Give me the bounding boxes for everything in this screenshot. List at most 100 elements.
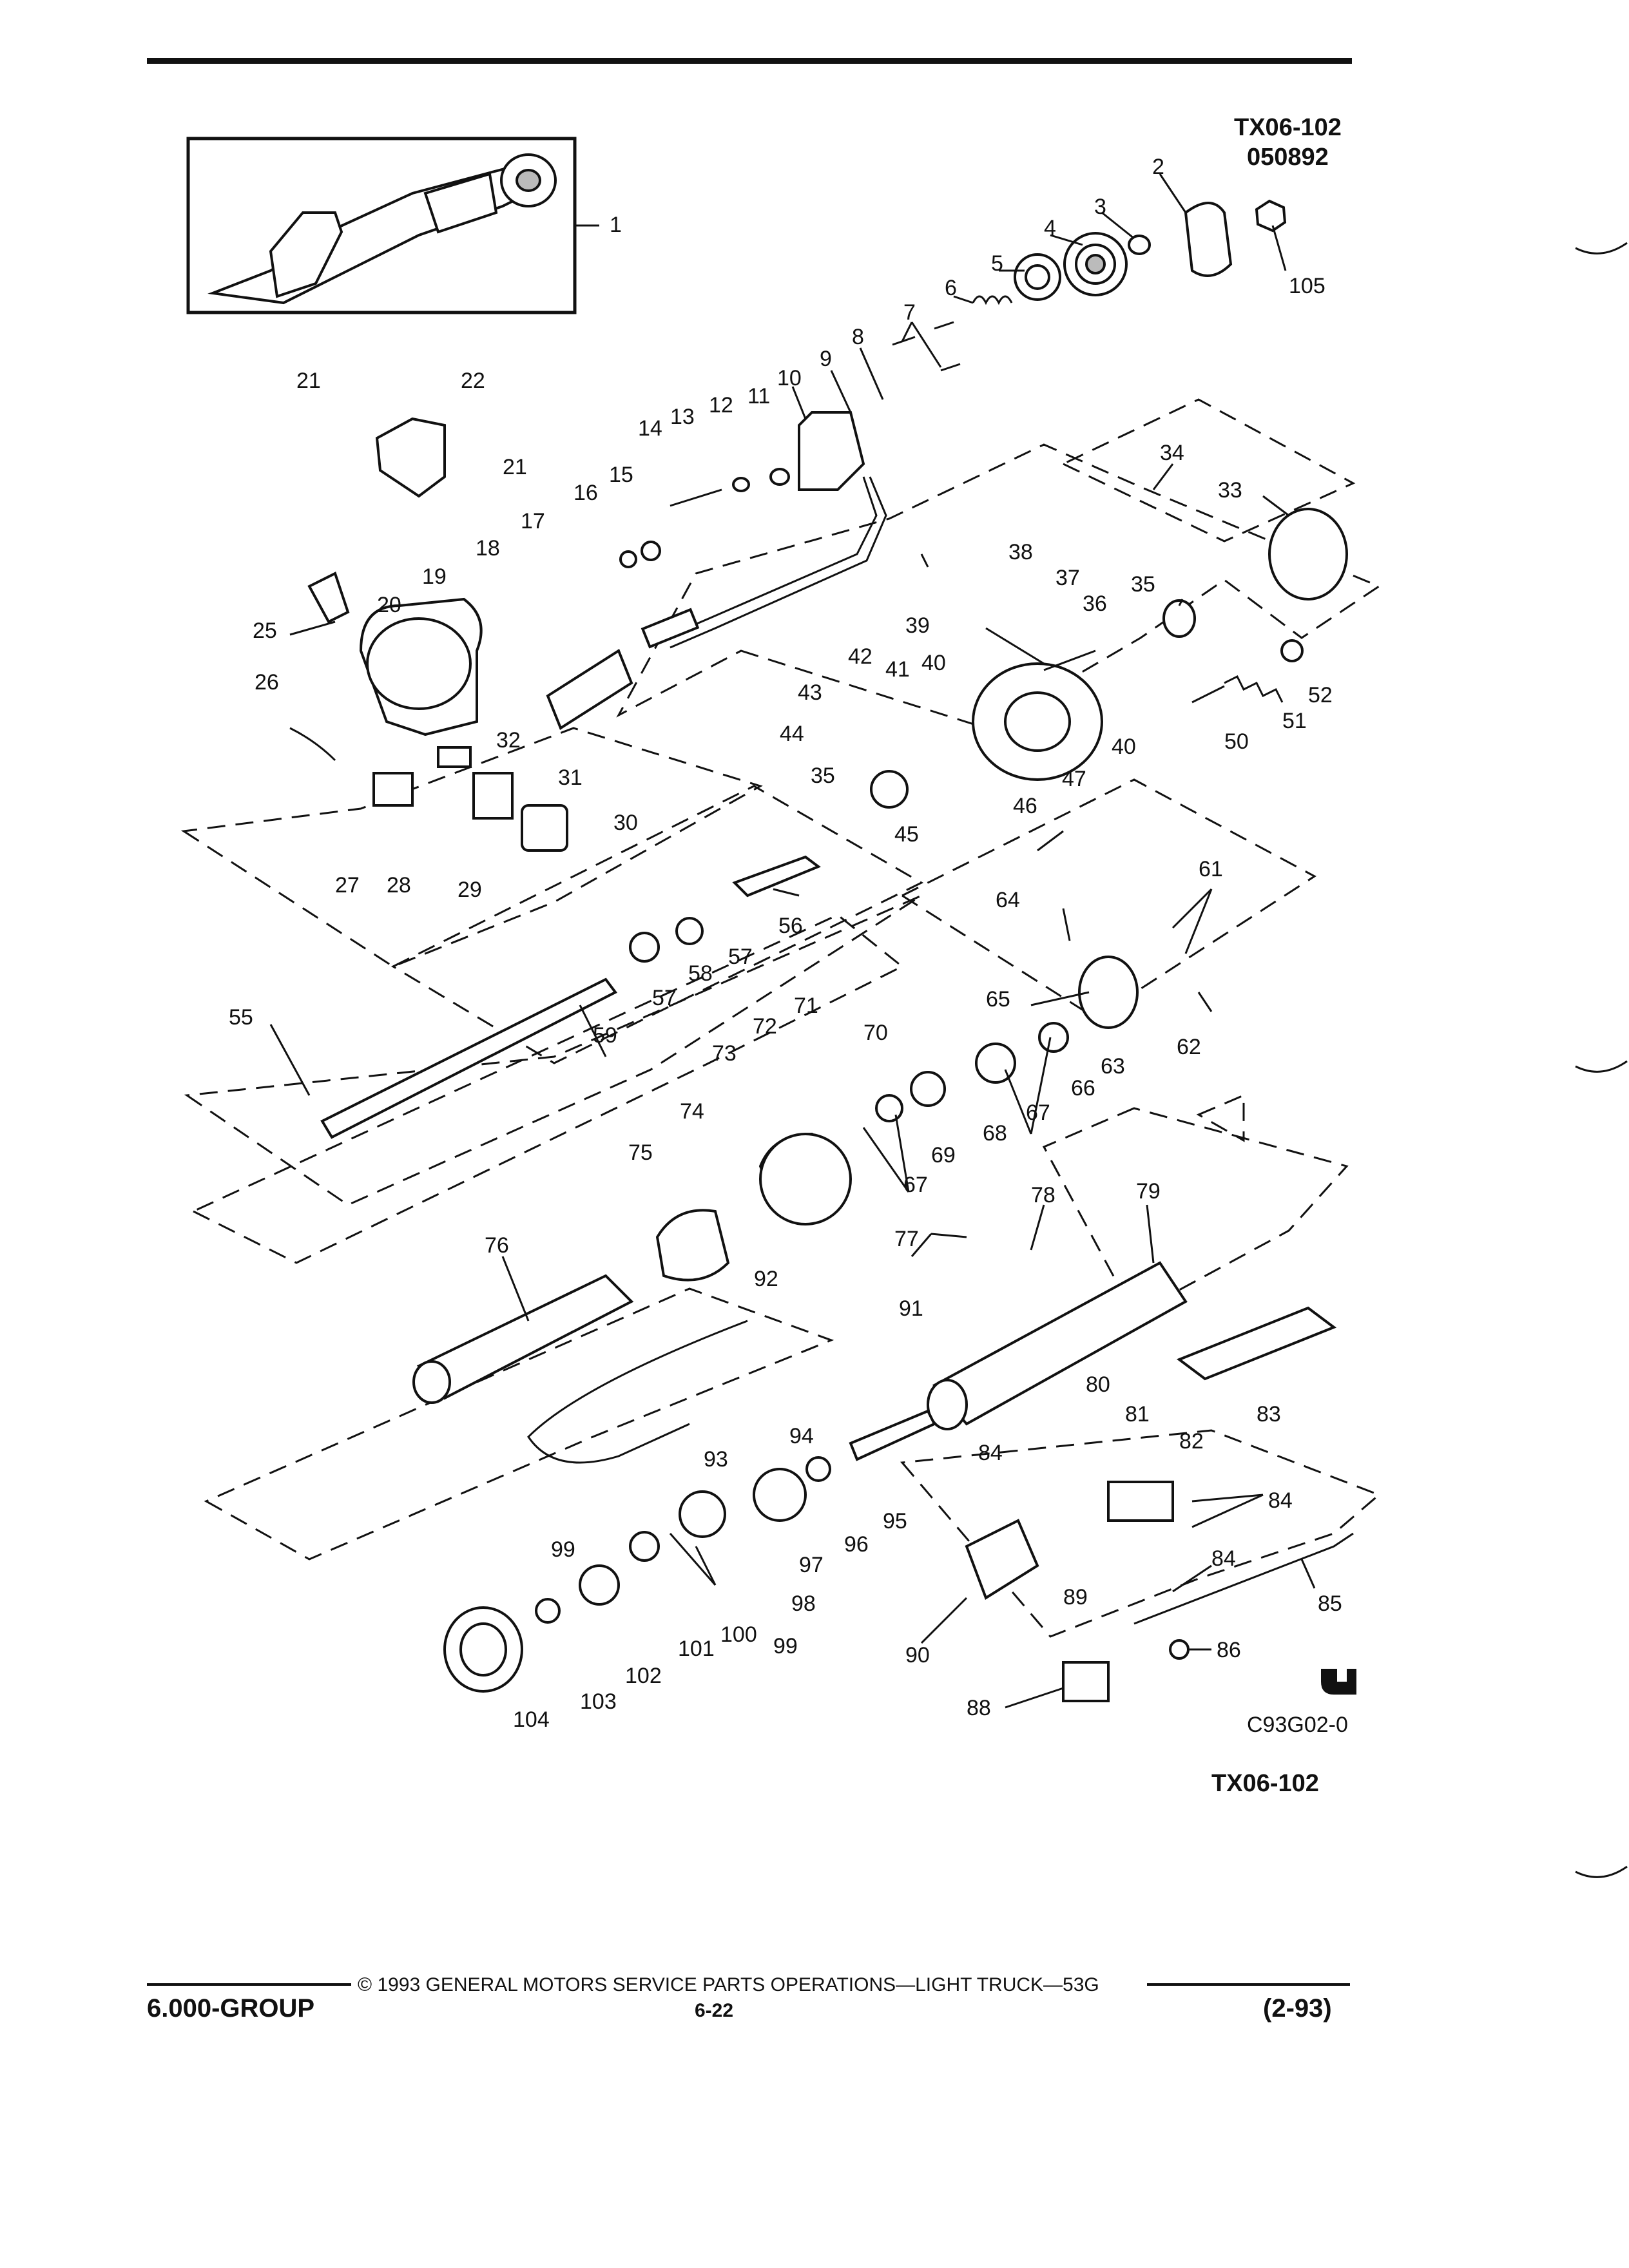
page-reference: TX06-102: [1211, 1770, 1319, 1797]
footer-revision: (2-93): [1263, 1994, 1332, 2023]
callout-90: 90: [905, 1643, 930, 1667]
callout-47: 47: [1062, 767, 1086, 791]
callout-55: 55: [229, 1005, 253, 1030]
callout-99b: 99: [773, 1634, 798, 1658]
footer-page-number: 6-22: [695, 2000, 733, 2021]
grouping-outlines: [180, 398, 1382, 1638]
callout-28: 28: [387, 873, 411, 898]
callout-95: 95: [883, 1509, 907, 1533]
callout-8: 8: [852, 325, 864, 349]
assembled-column-inset: [186, 137, 599, 314]
callout-18: 18: [476, 536, 500, 561]
callout-12: 12: [709, 393, 733, 418]
callout-41: 41: [885, 657, 910, 682]
callout-31: 31: [558, 765, 583, 790]
callout-100: 100: [720, 1622, 757, 1647]
header-date-code: 050892: [1247, 144, 1329, 171]
callout-84c: 84: [1211, 1546, 1236, 1571]
callout-labels: 1 2 3 4 5 6 7 8 9 10 11 12 13 14 15 16 1…: [229, 155, 1342, 1732]
callout-81: 81: [1125, 1402, 1150, 1427]
callout-76: 76: [485, 1233, 509, 1258]
callout-37: 37: [1055, 566, 1080, 590]
callout-79: 79: [1136, 1179, 1161, 1204]
callout-103: 103: [580, 1689, 617, 1714]
callout-13: 13: [670, 405, 695, 429]
callout-71: 71: [794, 994, 818, 1018]
callout-61: 61: [1199, 857, 1223, 881]
callout-11: 11: [747, 384, 770, 408]
callout-19: 19: [422, 564, 447, 589]
callout-4: 4: [1044, 216, 1056, 240]
gm-service-parts-logo-icon: [1321, 1669, 1356, 1695]
callout-101: 101: [678, 1637, 715, 1661]
callout-35: 35: [1131, 572, 1155, 597]
callout-104: 104: [513, 1707, 550, 1732]
callout-92: 92: [754, 1267, 778, 1291]
callout-67b: 67: [903, 1173, 928, 1197]
callout-39: 39: [905, 613, 930, 638]
callout-17: 17: [521, 509, 545, 533]
callout-52: 52: [1308, 683, 1333, 707]
callout-73: 73: [712, 1041, 737, 1066]
callout-27: 27: [335, 873, 360, 898]
callout-96: 96: [844, 1532, 869, 1557]
callout-57: 57: [728, 945, 753, 969]
leader-lines: [269, 173, 1316, 1709]
callout-50: 50: [1224, 729, 1249, 754]
callout-64: 64: [996, 888, 1020, 912]
callout-97: 97: [799, 1553, 824, 1577]
callout-80: 80: [1086, 1372, 1110, 1397]
callout-62: 62: [1177, 1035, 1201, 1059]
callout-1: 1: [610, 213, 622, 237]
footer-copyright: © 1993 GENERAL MOTORS SERVICE PARTS OPER…: [358, 1974, 1099, 1995]
callout-94: 94: [789, 1424, 814, 1448]
callout-68: 68: [983, 1121, 1007, 1146]
callout-85: 85: [1318, 1591, 1342, 1616]
callout-58: 58: [688, 961, 713, 986]
callout-30: 30: [613, 811, 638, 835]
callout-5: 5: [991, 251, 1003, 276]
callout-102: 102: [625, 1664, 662, 1688]
callout-26: 26: [255, 670, 279, 695]
callout-46: 46: [1013, 794, 1037, 818]
callout-35b: 35: [811, 764, 835, 788]
callout-40: 40: [921, 651, 946, 675]
callout-93: 93: [704, 1447, 728, 1472]
callout-38: 38: [1008, 540, 1033, 564]
callout-89: 89: [1063, 1585, 1088, 1610]
callout-7: 7: [903, 300, 916, 325]
callout-51: 51: [1282, 709, 1307, 733]
callout-86: 86: [1217, 1638, 1241, 1662]
footer-group: 6.000-GROUP: [147, 1994, 314, 2023]
callout-2: 2: [1152, 155, 1164, 179]
callout-65: 65: [986, 987, 1010, 1012]
callout-10: 10: [777, 366, 802, 390]
callout-91: 91: [899, 1296, 923, 1321]
callout-98: 98: [791, 1591, 816, 1616]
callout-74: 74: [680, 1099, 704, 1124]
margin-mark: [1575, 1865, 1628, 1878]
callout-84b: 84: [1268, 1488, 1293, 1513]
callout-32: 32: [496, 728, 521, 753]
callout-105: 105: [1289, 274, 1325, 298]
callout-63: 63: [1101, 1054, 1125, 1079]
callout-78: 78: [1031, 1183, 1055, 1207]
callout-99: 99: [551, 1537, 575, 1562]
callout-25: 25: [253, 619, 277, 643]
callout-43: 43: [798, 680, 822, 705]
callout-88: 88: [967, 1696, 991, 1720]
callout-82: 82: [1179, 1429, 1204, 1454]
callout-34: 34: [1160, 441, 1184, 465]
callout-67: 67: [1026, 1100, 1050, 1125]
callout-70: 70: [863, 1021, 888, 1045]
callout-21: 21: [296, 369, 321, 393]
callout-75: 75: [628, 1140, 653, 1165]
callout-40b: 40: [1112, 735, 1136, 759]
callout-84: 84: [978, 1441, 1003, 1465]
callout-29: 29: [458, 878, 482, 902]
callout-16: 16: [574, 481, 598, 505]
callout-36: 36: [1083, 591, 1107, 616]
callout-9: 9: [820, 347, 832, 371]
callout-45: 45: [894, 822, 919, 847]
callout-22: 22: [461, 369, 485, 393]
